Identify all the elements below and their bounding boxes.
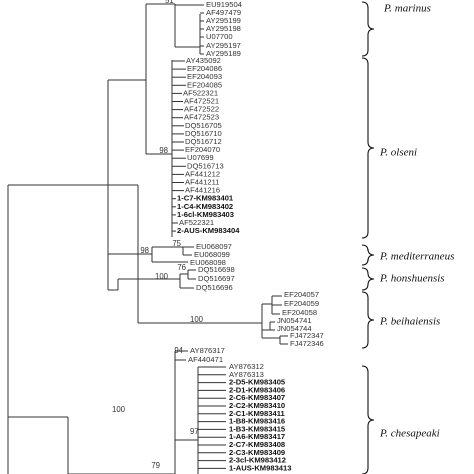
leaf-label: 2-C3-KM983409 bbox=[229, 448, 285, 457]
leaf-label: EF204093 bbox=[187, 72, 222, 81]
clade-brace bbox=[361, 365, 375, 474]
leaf-label: 1-B3-KM983415 bbox=[229, 424, 286, 433]
leaf-label: 2-AUS-KM983404 bbox=[177, 226, 240, 235]
leaf-label: AF441212 bbox=[185, 169, 220, 178]
leaf-label: AY876313 bbox=[229, 370, 264, 379]
leaf-label: AF441211 bbox=[185, 178, 219, 187]
leaf-label: 2-D1-KM983406 bbox=[229, 385, 285, 394]
leaf-label: U07700 bbox=[206, 32, 233, 41]
leaf-label: 2-C2-KM983410 bbox=[229, 401, 285, 410]
leaf-label: EF204070 bbox=[185, 145, 220, 154]
leaf-label: AY295198 bbox=[206, 24, 241, 33]
leaf-label: AY295199 bbox=[206, 16, 241, 25]
leaf-label: AY876312 bbox=[229, 362, 264, 371]
leaf-label: AF472521 bbox=[184, 97, 219, 106]
clade-brace bbox=[361, 244, 375, 266]
bootstrap-value: 75 bbox=[172, 239, 181, 248]
leaf-label: FJ472347 bbox=[290, 331, 324, 340]
clade-label: P. marinus bbox=[383, 3, 431, 15]
leaf-label: DQ516697 bbox=[198, 274, 235, 283]
leaf-label: 1-A6-KM983417 bbox=[229, 432, 285, 441]
bootstrap-value: 98 bbox=[140, 246, 149, 255]
leaf-label: 1-AUS-KM983413 bbox=[229, 463, 291, 472]
clade-label: P. olseni bbox=[379, 147, 417, 159]
leaf-label: AF441216 bbox=[185, 186, 220, 195]
clade-brace bbox=[361, 1, 375, 57]
leaf-label: AY295197 bbox=[206, 41, 241, 50]
leaf-label: AF522321 bbox=[179, 218, 214, 227]
bootstrap-value: 94 bbox=[174, 346, 183, 355]
leaf-label: 1-6cl-KM983403 bbox=[177, 210, 234, 219]
leaf-label: EF204057 bbox=[284, 290, 319, 299]
leaf-label: EF204059 bbox=[284, 299, 319, 308]
leaf-label: DQ516705 bbox=[185, 121, 222, 130]
leaf-label: DQ516696 bbox=[196, 283, 233, 292]
leaf-label: EU068099 bbox=[194, 250, 230, 259]
leaf-label: AF472523 bbox=[184, 113, 219, 122]
leaf-label: AF497479 bbox=[206, 8, 241, 17]
bootstrap-value: 97 bbox=[190, 427, 199, 436]
leaf-label: 2-C6-KM983407 bbox=[229, 393, 285, 402]
leaf-label: EU068097 bbox=[196, 242, 232, 251]
leaf-label: AY295189 bbox=[206, 49, 241, 58]
clade-label: P. mediterraneus bbox=[379, 251, 454, 263]
leaf-label: AY435092 bbox=[186, 56, 221, 65]
leaf-label: EU919504 bbox=[206, 0, 242, 9]
leaf-label: AY876317 bbox=[190, 346, 225, 355]
leaf-label: DQ516713 bbox=[187, 161, 224, 170]
leaf-label: DQ516698 bbox=[198, 265, 235, 274]
leaf-label: DQ516710 bbox=[185, 129, 222, 138]
bootstrap-value: 79 bbox=[151, 461, 160, 470]
bootstrap-value: 98 bbox=[159, 146, 168, 155]
bootstrap-value: 51 bbox=[165, 0, 174, 5]
leaf-label: U07699 bbox=[187, 153, 214, 162]
leaf-label: DQ516712 bbox=[185, 137, 222, 146]
leaf-label: EU068098 bbox=[190, 258, 226, 267]
bootstrap-value: 76 bbox=[177, 263, 186, 272]
bootstrap-value: 100 bbox=[190, 315, 204, 324]
leaf-label: 2-D5-KM983405 bbox=[229, 378, 286, 387]
leaf-label: 2-C7-KM983408 bbox=[229, 440, 285, 449]
clade-brace bbox=[361, 267, 375, 291]
leaf-label: AF522321 bbox=[183, 88, 218, 97]
clade-label: P. beihaiensis bbox=[379, 316, 440, 328]
leaf-label: FJ472346 bbox=[290, 339, 324, 348]
leaf-label: JN054744 bbox=[277, 324, 312, 333]
leaf-label: AF440471 bbox=[188, 355, 223, 364]
leaf-label: 1-C4-KM983402 bbox=[177, 202, 233, 211]
leaf-label: AF472522 bbox=[184, 105, 219, 114]
bootstrap-value: 100 bbox=[112, 405, 126, 414]
leaf-label: 1-B8-KM983416 bbox=[229, 417, 285, 426]
clade-label: P. honshuensis bbox=[379, 273, 445, 285]
clade-brace bbox=[361, 291, 375, 349]
leaf-label: EF204086 bbox=[187, 64, 222, 73]
clade-brace bbox=[361, 57, 375, 239]
leaf-label: 2-C1-KM983411 bbox=[229, 409, 285, 418]
bootstrap-value: 100 bbox=[155, 272, 169, 281]
leaf-label: EF204085 bbox=[187, 80, 222, 89]
leaf-label: 1-C7-KM983401 bbox=[177, 194, 234, 203]
clade-label: P. chesapeaki bbox=[379, 428, 440, 440]
leaf-label: JN054741 bbox=[277, 316, 312, 325]
leaf-label: EF204058 bbox=[282, 308, 317, 317]
leaf-label: 2-3cl-KM983412 bbox=[229, 456, 286, 465]
